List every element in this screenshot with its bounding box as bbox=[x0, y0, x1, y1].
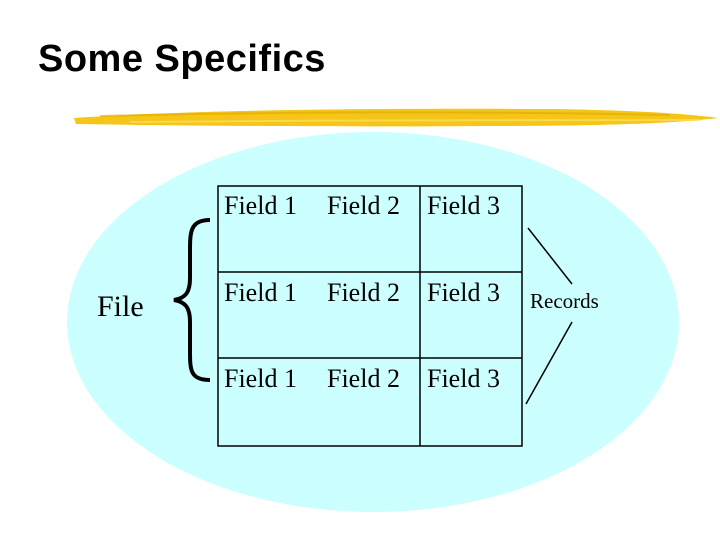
curly-brace bbox=[173, 218, 211, 382]
records-connector-top bbox=[527, 227, 573, 285]
row-1-field-2: Field 2 bbox=[327, 191, 400, 220]
row-3-field-2: Field 2 bbox=[327, 364, 400, 393]
records-label: Records bbox=[530, 289, 599, 313]
row-3-field-1: Field 1 bbox=[224, 364, 297, 393]
row-3-field-3: Field 3 bbox=[427, 364, 500, 393]
row-1-field-1: Field 1 bbox=[224, 191, 297, 220]
row-2-field-1: Field 1 bbox=[224, 278, 297, 307]
row-1-field-3: Field 3 bbox=[427, 191, 500, 220]
records-connector-bottom bbox=[525, 321, 573, 405]
slide-title: Some Specifics bbox=[38, 38, 326, 80]
file-label: File bbox=[97, 290, 144, 323]
row-2-field-2: Field 2 bbox=[327, 278, 400, 307]
row-2-field-3: Field 3 bbox=[427, 278, 500, 307]
title-underline bbox=[74, 108, 718, 127]
